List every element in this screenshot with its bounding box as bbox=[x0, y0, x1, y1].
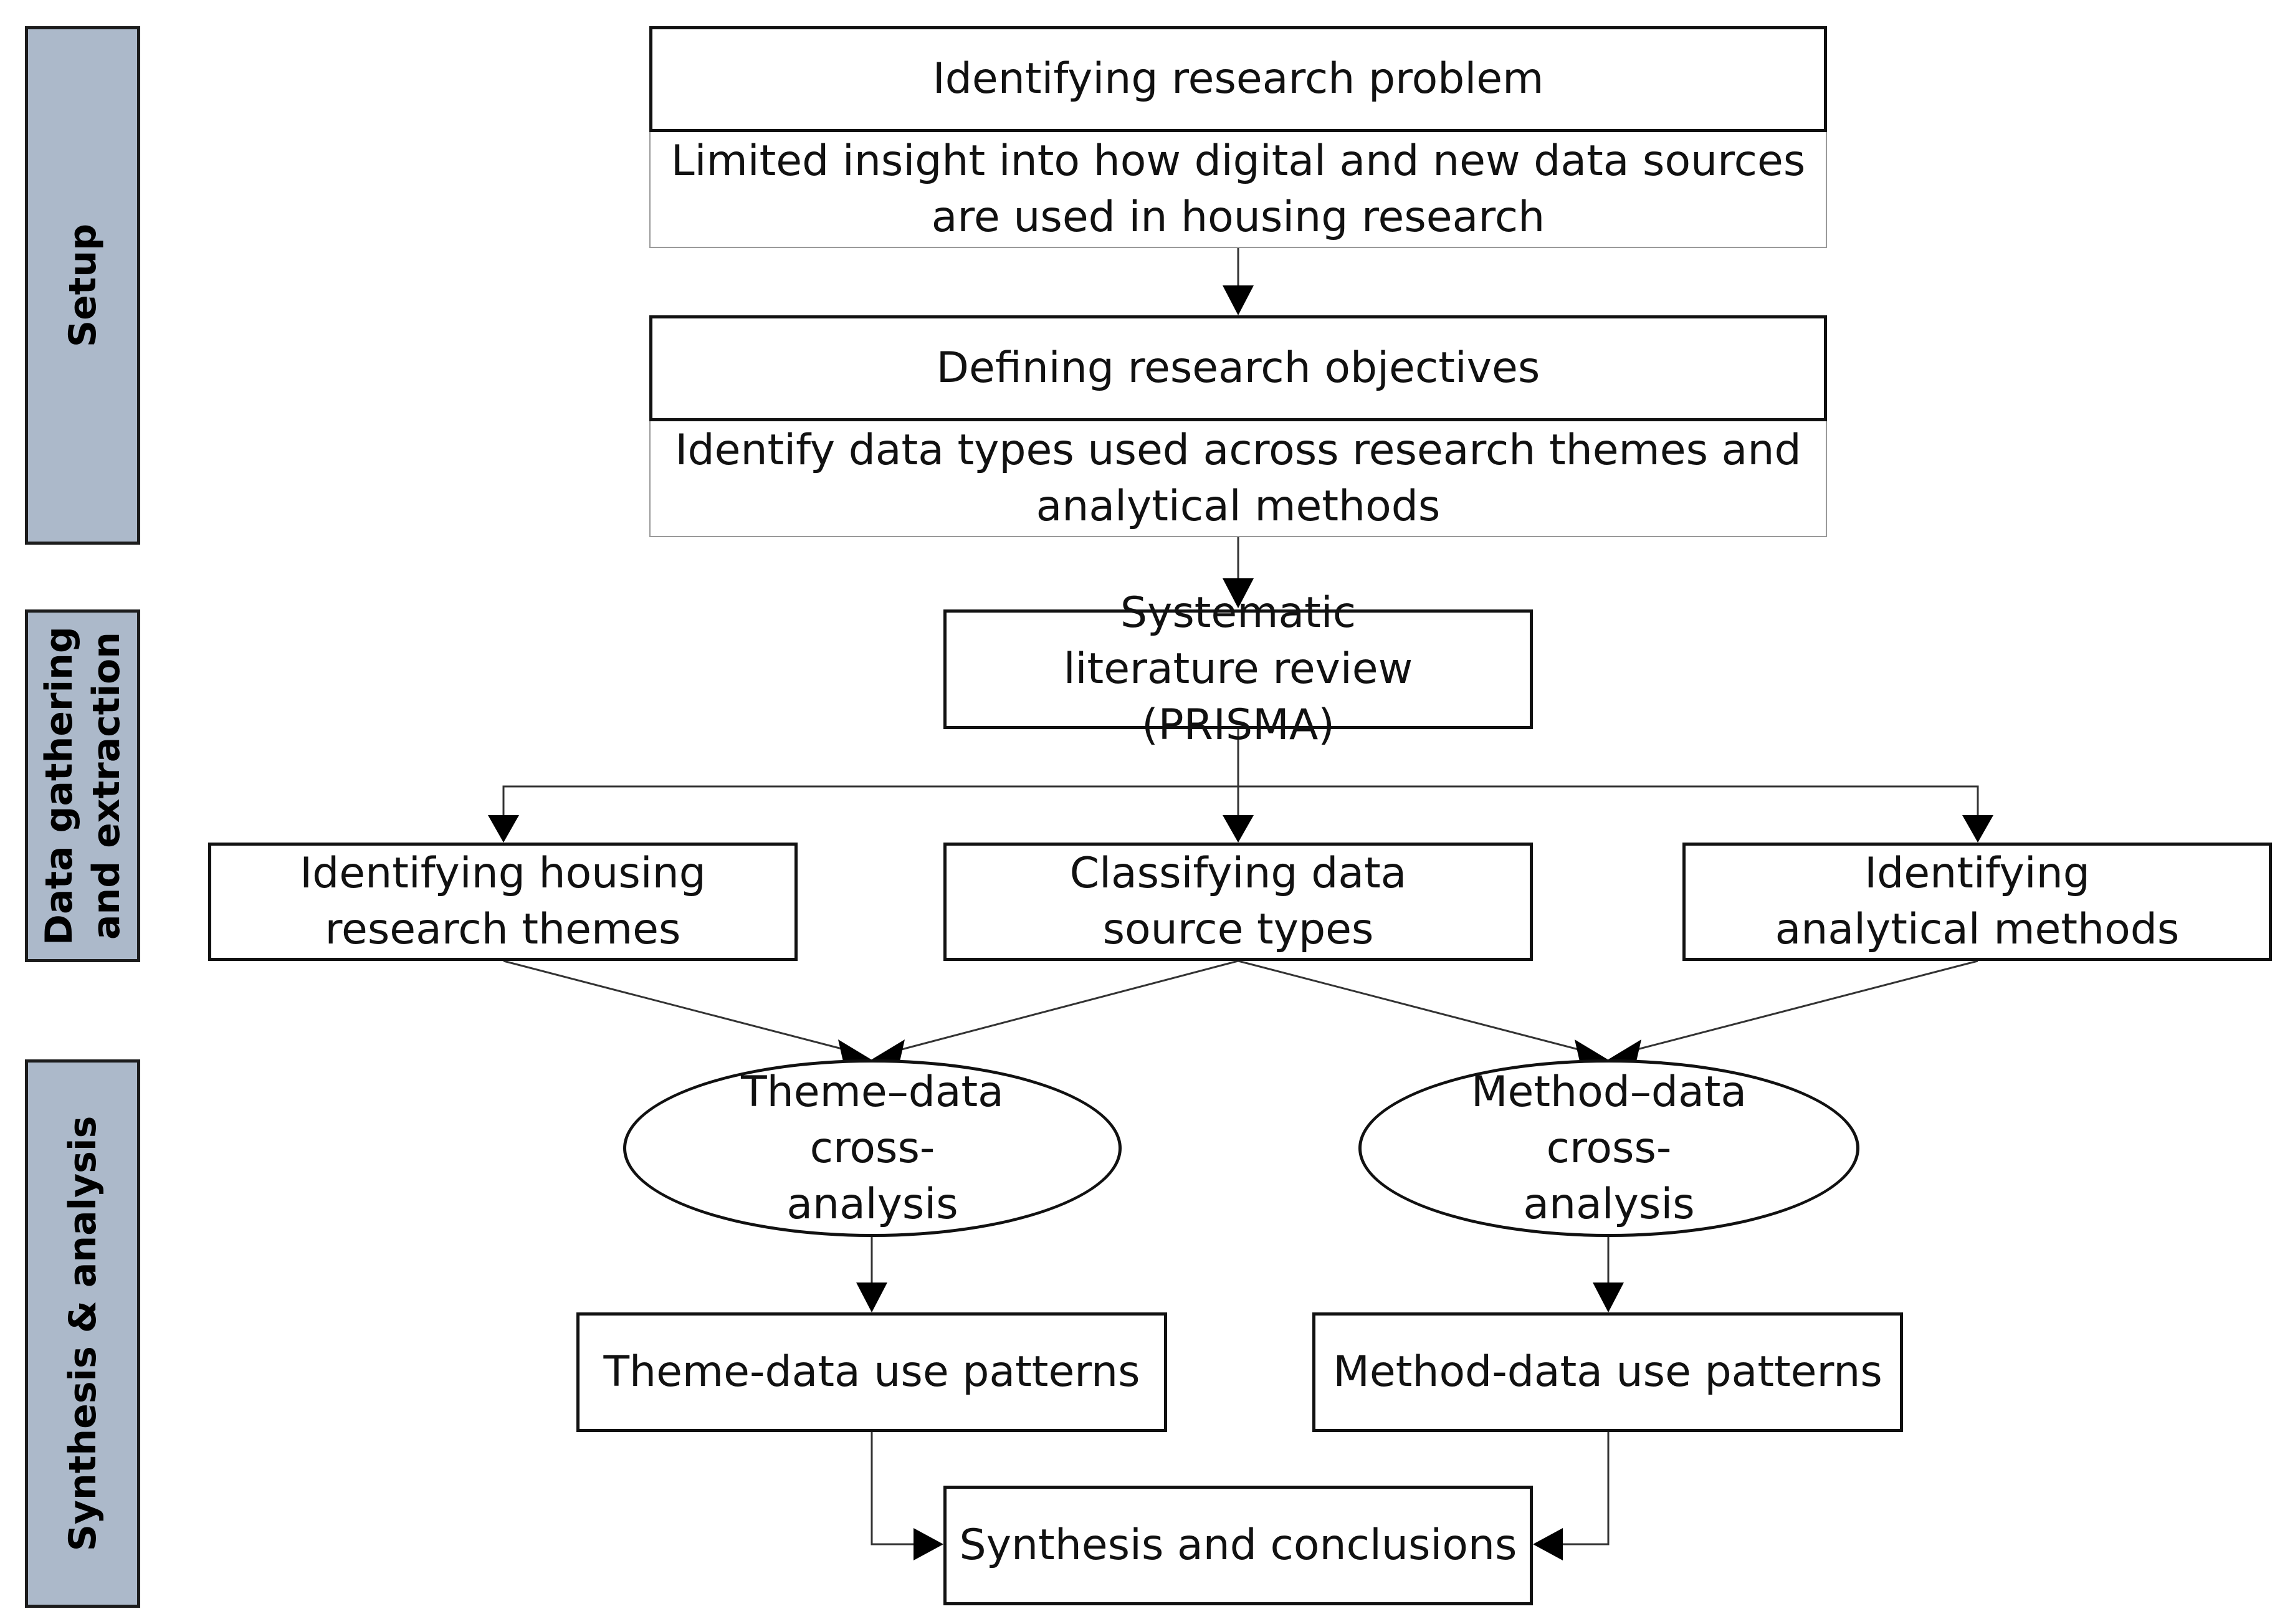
arrowhead bbox=[1223, 285, 1254, 315]
research-problem-detail: Limited insight into how digital and new… bbox=[649, 132, 1827, 248]
connector-slr-split bbox=[502, 785, 1979, 815]
theme-patterns-box: Theme-data use patterns bbox=[576, 1312, 1167, 1432]
phase-setup-label: Setup bbox=[60, 223, 105, 348]
arrowhead bbox=[856, 1282, 887, 1312]
arrow-methods-to-methodcross bbox=[1622, 960, 1978, 1054]
method-cross-analysis: Method–data cross-analysis bbox=[1358, 1059, 1859, 1237]
arrow-themes-to-themecross bbox=[503, 960, 859, 1054]
phase-data-gathering: Data gathering and extraction bbox=[25, 609, 140, 962]
arrowhead bbox=[1223, 578, 1254, 608]
method-patterns-box: Method-data use patterns bbox=[1312, 1312, 1903, 1432]
arrow-themepatterns-to-conclusions bbox=[871, 1432, 914, 1545]
arrowhead bbox=[488, 815, 519, 843]
research-objectives-title: Defining research objectives bbox=[649, 315, 1827, 421]
data-types-box: Classifying data source types bbox=[943, 843, 1533, 961]
themes-box: Identifying housing research themes bbox=[208, 843, 798, 961]
arrowhead bbox=[1533, 1528, 1563, 1560]
arrow-datatypes-to-methodcross bbox=[1238, 960, 1593, 1054]
conclusions-box: Synthesis and conclusions bbox=[943, 1486, 1533, 1605]
theme-cross-analysis: Theme–data cross-analysis bbox=[623, 1059, 1122, 1237]
arrowhead bbox=[1593, 1282, 1624, 1312]
arrowhead bbox=[1962, 815, 1993, 843]
phase-data-gathering-label: Data gathering and extraction bbox=[37, 626, 128, 945]
phase-setup: Setup bbox=[25, 26, 140, 545]
methods-box: Identifying analytical methods bbox=[1682, 843, 2272, 961]
arrowhead bbox=[1223, 815, 1254, 843]
research-objectives-detail: Identify data types used across research… bbox=[649, 421, 1827, 537]
arrow-datatypes-to-themecross bbox=[887, 960, 1239, 1054]
phase-synthesis-label: Synthesis & analysis bbox=[60, 1115, 105, 1552]
arrow-methodpatterns-to-conclusions bbox=[1563, 1432, 1610, 1545]
research-problem-title: Identifying research problem bbox=[649, 26, 1827, 132]
slr-box: Systematic literature review (PRISMA) bbox=[943, 588, 1533, 750]
arrowhead bbox=[914, 1528, 943, 1560]
phase-synthesis: Synthesis & analysis bbox=[25, 1059, 140, 1608]
